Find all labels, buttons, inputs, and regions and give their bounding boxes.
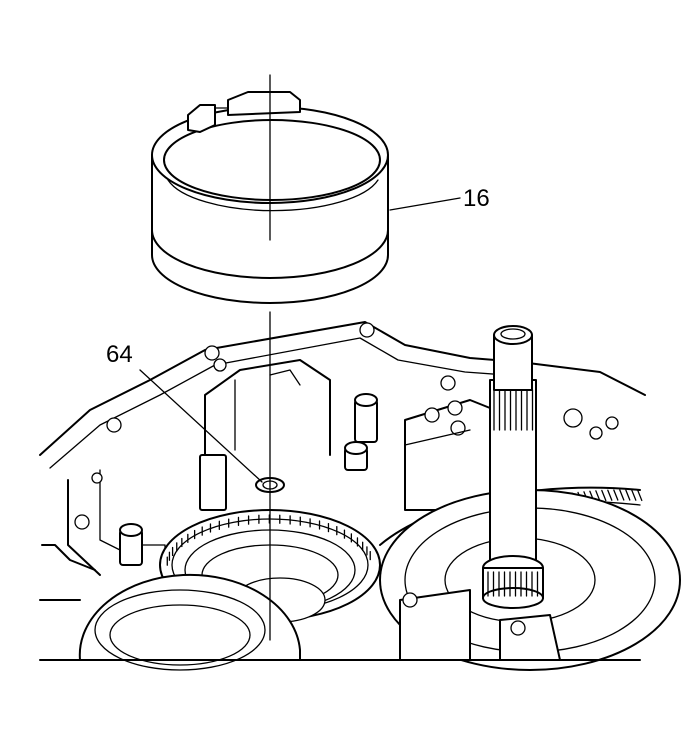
gear-tooth-line [637,489,643,502]
lower-housing [78,573,301,671]
leader-line-pin [139,369,263,483]
gear-tooth-line [613,489,619,501]
pin-64 [199,454,285,511]
input-shaft [482,325,544,609]
callout-pin-label: 64 [106,341,133,368]
gear-tooth-line [631,489,637,501]
gear-tooth-line [619,489,625,501]
gear-tooth-line [625,489,631,501]
gear-tooth-line [601,489,607,502]
callout-band-label: 16 [463,185,490,212]
gear-tooth-line [607,489,613,501]
transmission-case [39,321,646,601]
leader-line-band [389,197,461,211]
